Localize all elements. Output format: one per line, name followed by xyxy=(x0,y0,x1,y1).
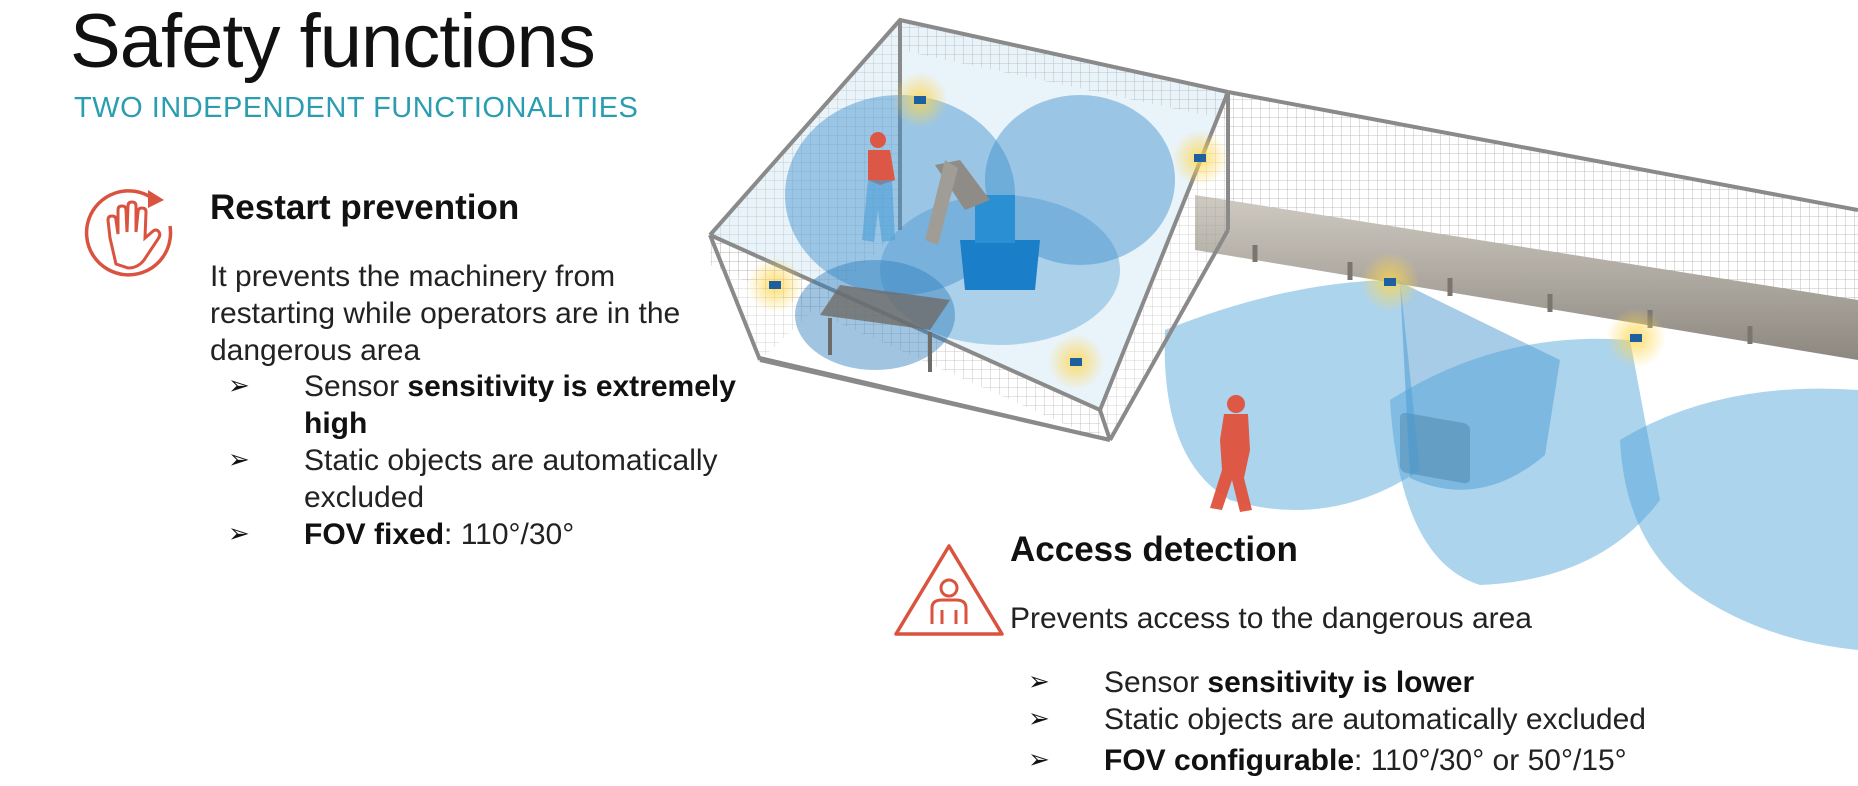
page-title: Safety functions xyxy=(70,0,596,84)
bullet-arrow-icon: ➢ xyxy=(1028,704,1050,734)
access-field-1 xyxy=(1164,280,1420,510)
restart-bullet-static: Static objects are automatically exclude… xyxy=(304,442,718,516)
access-bullet-static: Static objects are automatically exclude… xyxy=(1104,703,1646,736)
raised-hand-icon xyxy=(72,176,188,296)
conveyor-carriage xyxy=(1400,412,1470,484)
safety-cell-illustration xyxy=(708,17,1858,650)
bullet-arrow-icon: ➢ xyxy=(1028,667,1050,697)
bullet-text: excluded xyxy=(304,481,425,514)
conveyor-rail xyxy=(1195,195,1858,360)
access-detection-title: Access detection xyxy=(1010,530,1298,569)
restart-description: It prevents the machinery from restartin… xyxy=(210,258,680,369)
restart-field-1 xyxy=(785,95,1015,295)
restart-description-line: dangerous area xyxy=(210,334,421,367)
access-field-2 xyxy=(1390,338,1660,585)
bullet-arrow-icon: ➢ xyxy=(228,519,250,549)
bullet-prefix: Sensor xyxy=(1104,666,1208,699)
bullet-text: Static objects are automatically xyxy=(304,444,718,477)
restart-description-line: restarting while operators are in the xyxy=(210,297,681,330)
page-subtitle: TWO INDEPENDENT FUNCTIONALITIES xyxy=(74,92,639,124)
bullet-bold: FOV fixed xyxy=(304,518,445,551)
person-in-cage xyxy=(868,132,895,185)
bullet-bold: sensitivity is lower xyxy=(1207,666,1475,699)
bullet-arrow-icon: ➢ xyxy=(1028,745,1050,775)
bullet-suffix: : 110°/30° xyxy=(444,518,575,551)
restart-bullet-fov: FOV fixed: 110°/30° xyxy=(304,516,574,553)
access-description: Prevents access to the dangerous area xyxy=(1010,602,1532,635)
restart-bullet-sensitivity: Sensor sensitivity is extremely high xyxy=(304,368,736,442)
bullet-bold: FOV configurable xyxy=(1104,744,1355,777)
access-bullet-sensitivity: Sensor sensitivity is lower xyxy=(1104,664,1474,701)
restart-field-2 xyxy=(985,95,1175,265)
person-walking xyxy=(1210,395,1252,512)
access-bullet-fov: FOV configurable: 110°/30° or 50°/15° xyxy=(1104,742,1627,779)
bullet-bold: sensitivity is extremely xyxy=(407,370,736,403)
access-field-3 xyxy=(1620,388,1858,650)
robot-arm xyxy=(925,160,1040,290)
bullet-suffix: : 110°/30° or 50°/15° xyxy=(1354,744,1627,777)
bullet-arrow-icon: ➢ xyxy=(228,445,250,475)
person-warning-triangle-icon xyxy=(892,540,1006,644)
restart-description-line: It prevents the machinery from xyxy=(210,260,616,293)
bullet-bold: high xyxy=(304,407,368,440)
restart-prevention-title: Restart prevention xyxy=(210,188,520,227)
bullet-prefix: Sensor xyxy=(304,370,408,403)
bullet-arrow-icon: ➢ xyxy=(228,371,250,401)
